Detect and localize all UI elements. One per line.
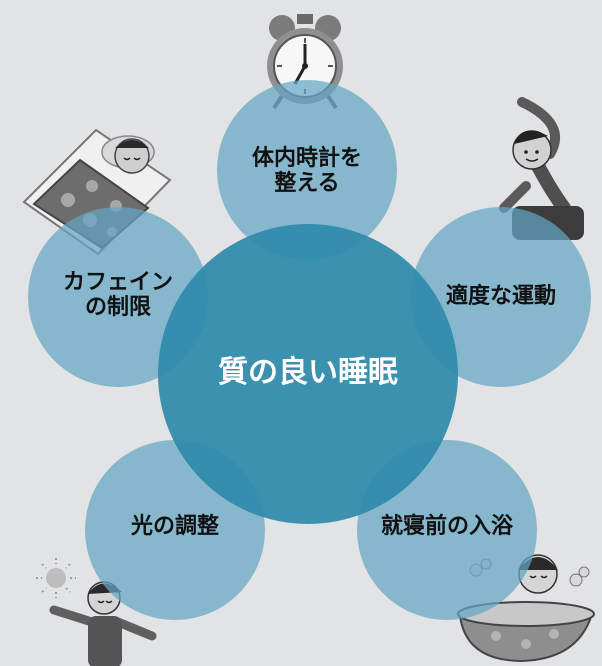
label-line: 光の調整 xyxy=(130,514,219,539)
bathing-person-icon xyxy=(457,554,595,663)
label-line: 適度な運動 xyxy=(445,284,556,309)
label-line: カフェイン xyxy=(62,270,173,295)
center-label: 質の良い睡眠 xyxy=(158,355,458,391)
label-line: 体内時計を xyxy=(251,146,362,171)
label-line: 整える xyxy=(274,171,340,197)
label-line: 就寝前の入浴 xyxy=(380,514,513,539)
label-line: の制限 xyxy=(84,295,151,321)
label-exercise: 適度な運動 xyxy=(411,284,591,309)
center-circle xyxy=(158,224,458,524)
label-light: 光の調整 xyxy=(85,514,265,539)
label-caffeine: カフェイン の制限 xyxy=(28,270,208,321)
label-body-clock: 体内時計を 整える xyxy=(217,146,397,197)
label-bath: 就寝前の入浴 xyxy=(357,514,537,539)
center-label-text: 質の良い睡眠 xyxy=(218,355,398,390)
